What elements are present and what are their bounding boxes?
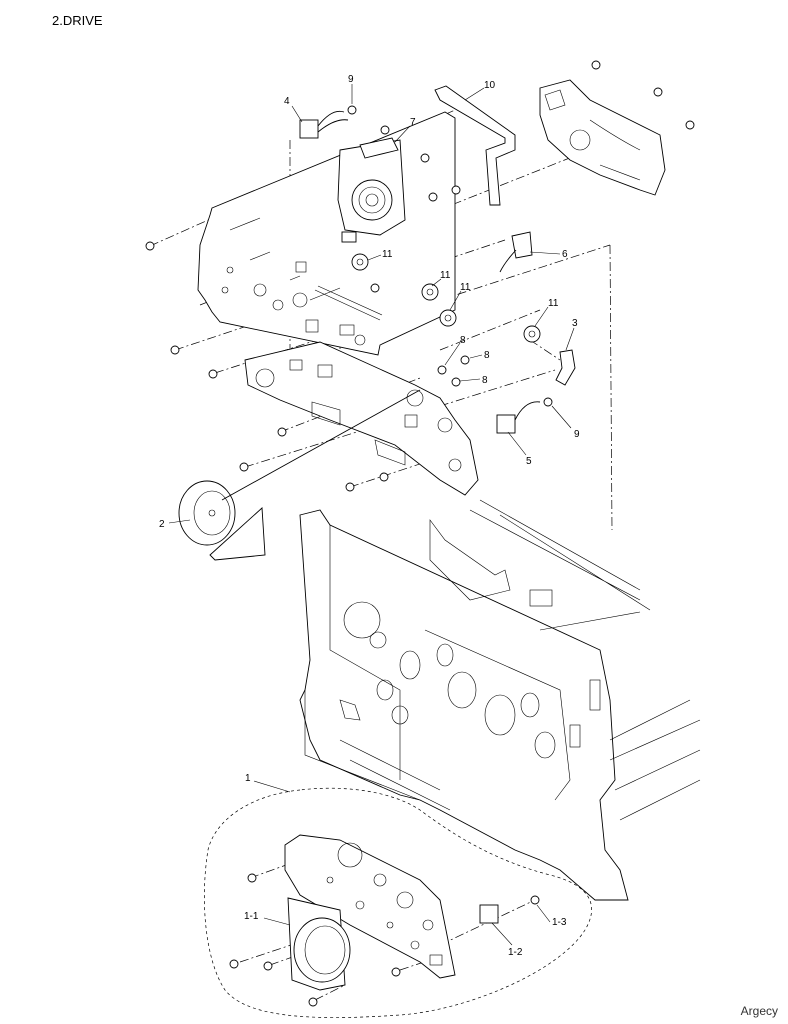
callout-6: 6 bbox=[562, 249, 568, 260]
callout-1-1: 1-1 bbox=[244, 911, 259, 922]
drive-unit-assembly bbox=[284, 834, 456, 979]
brand-watermark: Argecy bbox=[740, 1004, 778, 1018]
drive-subframe bbox=[244, 341, 479, 496]
callout-8: 8 bbox=[482, 375, 488, 386]
callout-11: 11 bbox=[440, 270, 451, 281]
callout-11: 11 bbox=[548, 298, 559, 309]
sensor-5 bbox=[496, 401, 541, 434]
callout-5: 5 bbox=[526, 456, 532, 467]
callout-2: 2 bbox=[159, 519, 165, 530]
harness-guide-10 bbox=[434, 85, 516, 206]
printer-chassis bbox=[299, 499, 701, 901]
screws bbox=[145, 60, 695, 1007]
callout-11: 11 bbox=[382, 249, 393, 260]
callout-1: 1 bbox=[245, 773, 251, 784]
callout-3: 3 bbox=[572, 318, 578, 329]
callout-1-3: 1-3 bbox=[552, 917, 567, 928]
motor-bracket-7 bbox=[337, 137, 406, 243]
sensor-1-2 bbox=[479, 904, 499, 924]
callout-9: 9 bbox=[348, 74, 354, 85]
callout-8: 8 bbox=[460, 335, 466, 346]
upper-frame-plate bbox=[197, 111, 456, 356]
callout-7: 7 bbox=[410, 117, 416, 128]
callout-11: 11 bbox=[460, 282, 471, 293]
callout-10: 10 bbox=[484, 80, 496, 91]
top-right-gear-assembly bbox=[539, 79, 666, 196]
leader-lines bbox=[168, 84, 575, 946]
callout-4: 4 bbox=[284, 96, 290, 107]
drive-unit-group-1 bbox=[204, 787, 592, 1018]
callout-labels: 9 4 7 10 11 6 11 11 11 3 8 8 8 9 5 2 1 1… bbox=[159, 74, 580, 958]
motor-1-1 bbox=[287, 897, 351, 991]
callout-9: 9 bbox=[574, 429, 580, 440]
callout-8: 8 bbox=[484, 350, 490, 361]
sensor-plate-6 bbox=[499, 231, 533, 273]
sensor-4 bbox=[299, 110, 349, 139]
page-title: 2.DRIVE bbox=[52, 13, 103, 28]
callout-1-2: 1-2 bbox=[508, 947, 523, 958]
main-motor-2 bbox=[178, 389, 421, 561]
gears-11 bbox=[351, 253, 541, 343]
actuator-3 bbox=[555, 349, 576, 386]
